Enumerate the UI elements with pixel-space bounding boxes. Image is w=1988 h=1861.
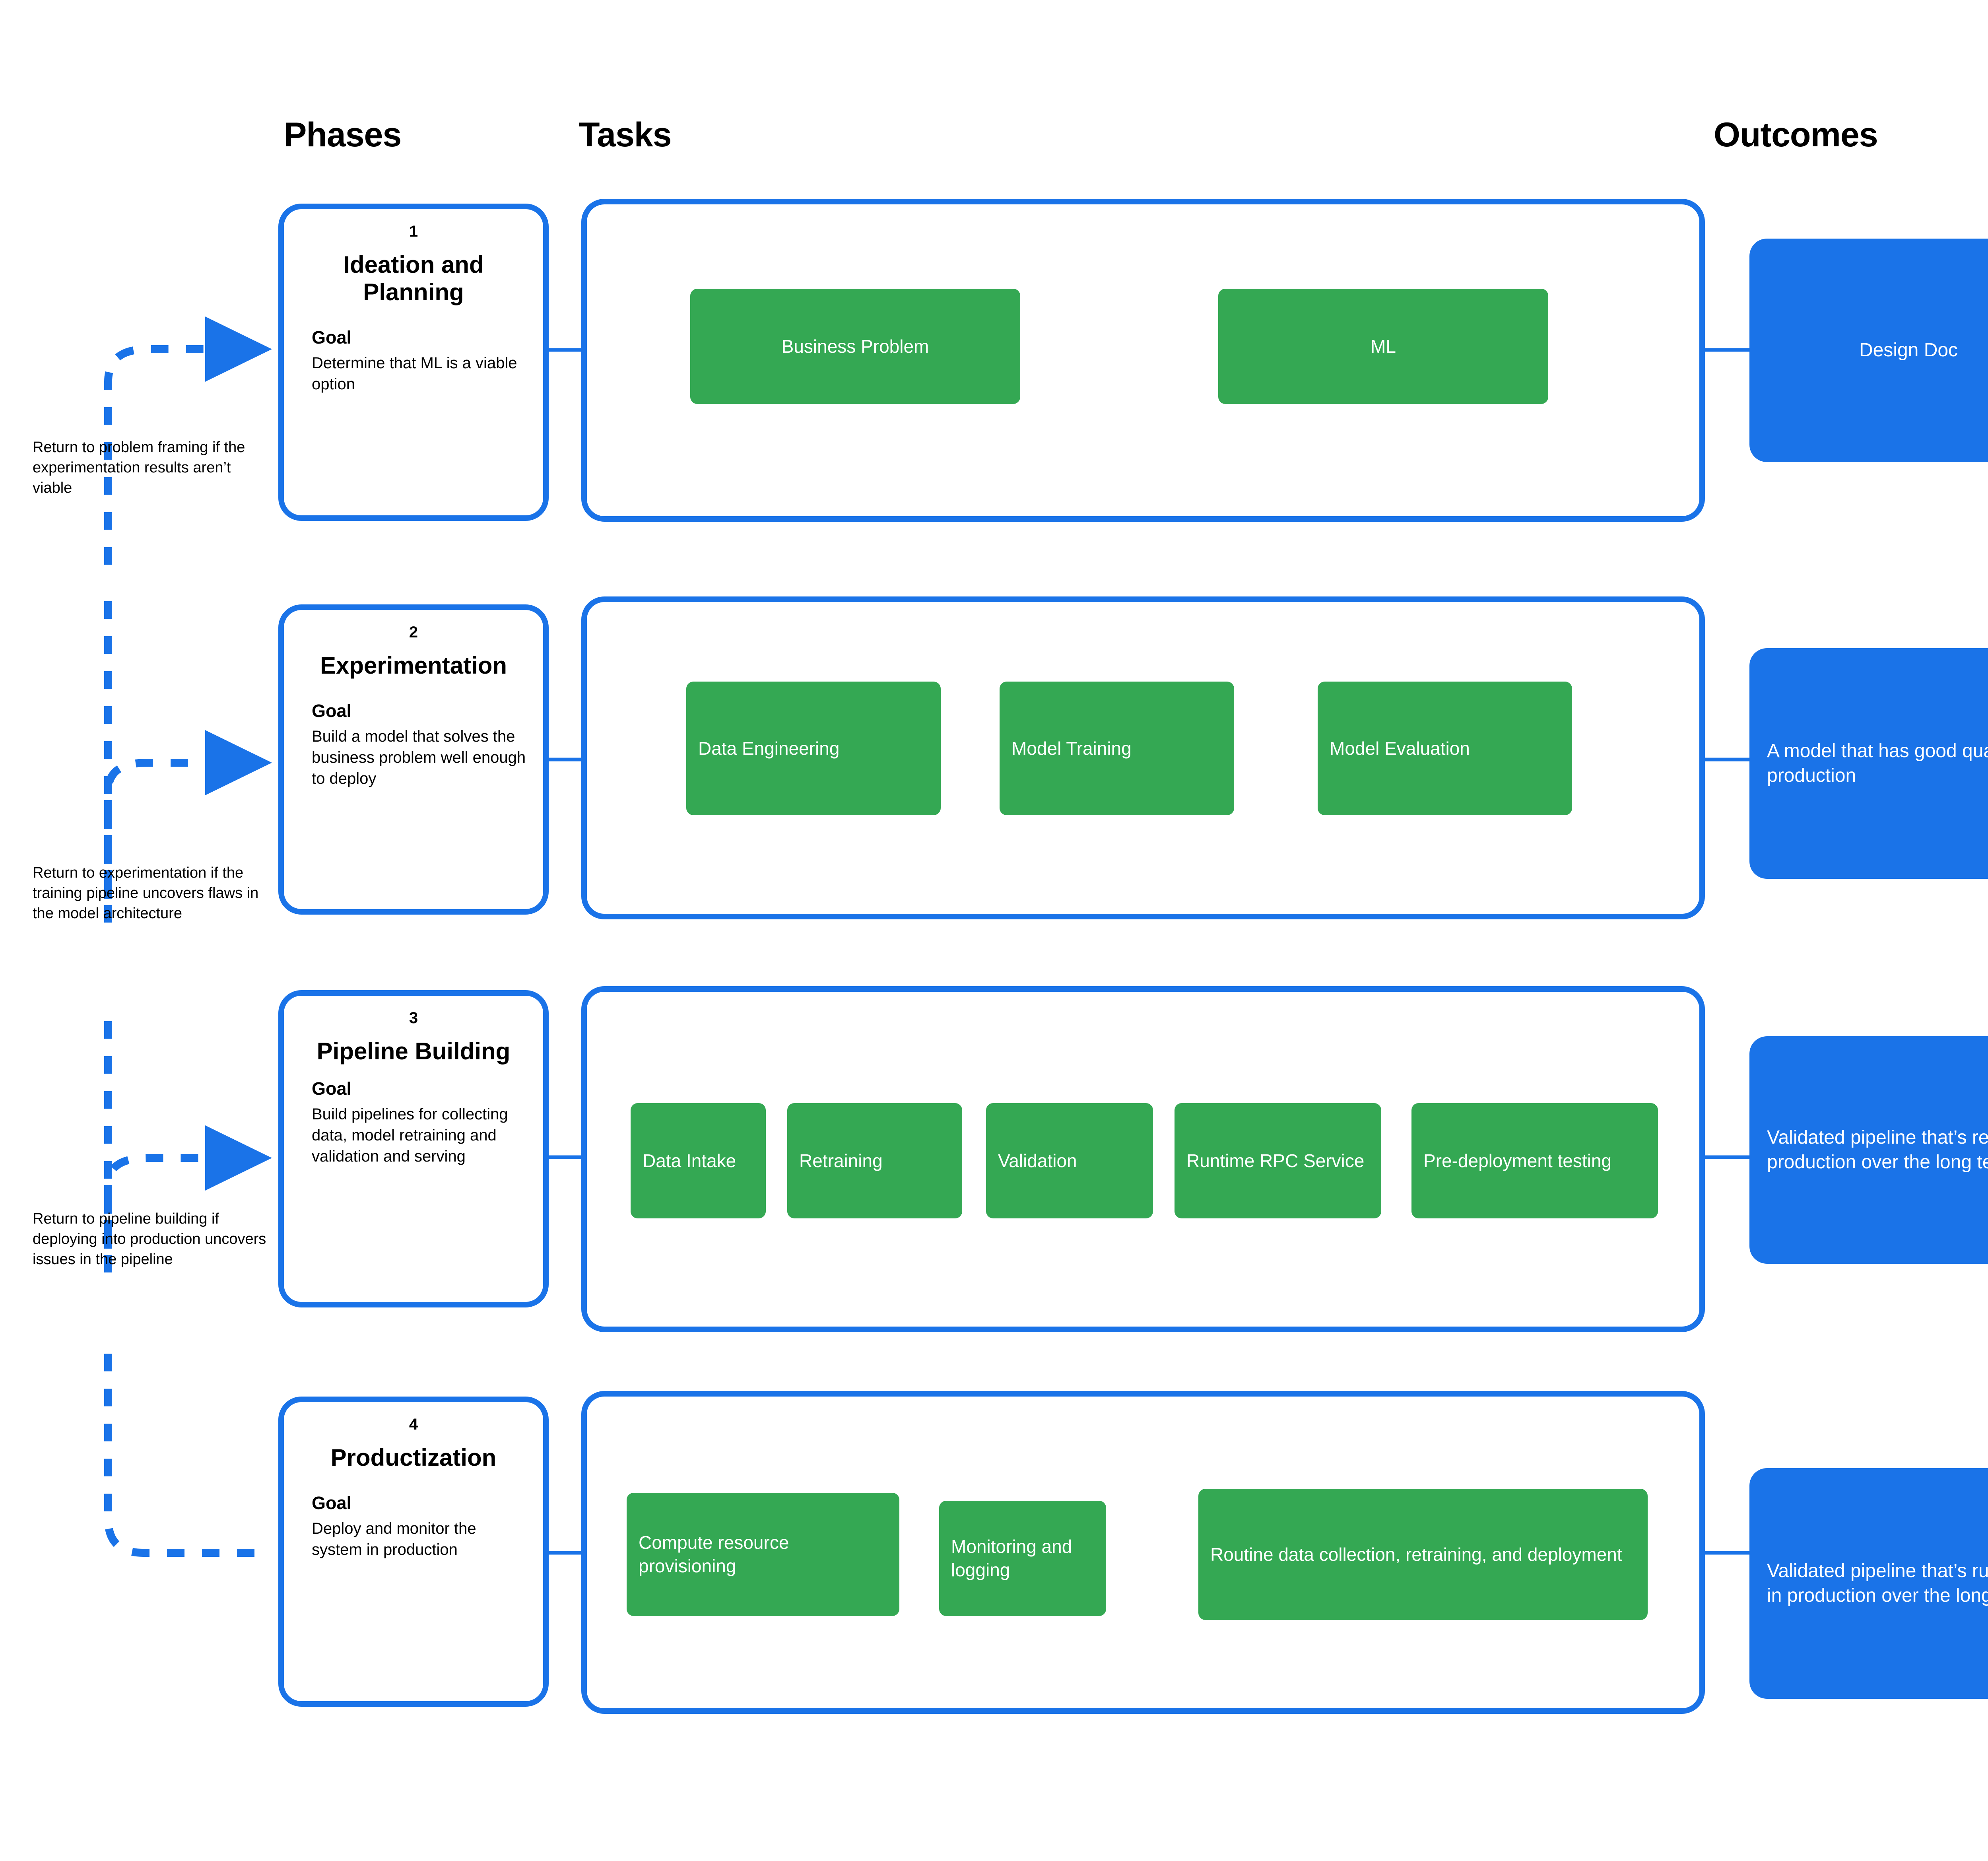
phase-title: Pipeline Building <box>316 1038 511 1065</box>
outcome-box-2[interactable]: A model that has good quality for produc… <box>1749 648 1988 879</box>
task-box[interactable]: Retraining <box>787 1103 962 1218</box>
task-box[interactable]: Compute resource provisioning <box>627 1493 899 1616</box>
goal-text: Build pipelines for collecting data, mod… <box>312 1105 508 1165</box>
phase-title: Productization <box>330 1444 497 1471</box>
tasks-card-2: Data Engineering Model Training Model Ev… <box>581 596 1705 919</box>
tasks-card-4: Compute resource provisioning Monitoring… <box>581 1391 1705 1714</box>
task-box[interactable]: Routine data collection, retraining, and… <box>1198 1489 1648 1620</box>
goal-text: Determine that ML is a viable option <box>312 354 517 393</box>
goal-label: Goal <box>312 327 352 348</box>
tasks-card-1: Business Problem ML <box>581 199 1705 522</box>
column-header-phases: Phases <box>284 116 402 154</box>
phase-card-4[interactable]: 4 Productization Goal Deploy and monitor… <box>278 1397 549 1707</box>
task-box[interactable]: Runtime RPC Service <box>1175 1103 1381 1218</box>
goal-text: Deploy and monitor the system in product… <box>312 1520 476 1558</box>
goal-text: Build a model that solves the business p… <box>312 728 526 787</box>
feedback-note-3: Return to pipeline building if deploying… <box>33 1210 266 1268</box>
column-header-tasks: Tasks <box>579 116 672 154</box>
phase-goal: Goal Deploy and monitor the system in pr… <box>301 1493 526 1560</box>
outcome-box-3[interactable]: Validated pipeline that’s ready for prod… <box>1749 1036 1988 1264</box>
task-box[interactable]: Data Engineering <box>686 682 941 815</box>
phase-number: 1 <box>409 223 418 240</box>
goal-label: Goal <box>312 1078 352 1099</box>
task-box[interactable]: ML <box>1218 289 1548 404</box>
phase-card-3[interactable]: 3 Pipeline Building Goal Build pipelines… <box>278 990 549 1307</box>
tasks-card-3: Data Intake Retraining Validation Runtim… <box>581 986 1705 1332</box>
phase-goal: Goal Build pipelines for collecting data… <box>301 1078 526 1167</box>
row-links <box>549 348 1749 1555</box>
phase-number: 2 <box>409 624 418 641</box>
column-header-outcomes: Outcomes <box>1714 116 1878 154</box>
outcome-box-4[interactable]: Validated pipeline that’s running in pro… <box>1749 1468 1988 1699</box>
phase-goal: Goal Determine that ML is a viable optio… <box>301 327 526 395</box>
phase-title: Ideation and Planning <box>343 251 484 305</box>
phase-title: Experimentation <box>320 652 507 679</box>
feedback-note-1: Return to problem framing if the experim… <box>33 439 245 496</box>
task-box[interactable]: Validation <box>986 1103 1153 1218</box>
phase-goal: Goal Build a model that solves the busin… <box>301 701 526 789</box>
phase-card-2[interactable]: 2 Experimentation Goal Build a model tha… <box>278 604 549 915</box>
task-box[interactable]: Business Problem <box>690 289 1020 404</box>
goal-label: Goal <box>312 701 352 721</box>
outcome-box-1[interactable]: Design Doc <box>1749 239 1988 462</box>
feedback-note-2: Return to experimentation if the trainin… <box>33 864 259 922</box>
task-box[interactable]: Model Training <box>1000 682 1234 815</box>
task-box[interactable]: Data Intake <box>631 1103 766 1218</box>
phase-number: 4 <box>409 1416 418 1433</box>
task-box[interactable]: Model Evaluation <box>1318 682 1572 815</box>
goal-label: Goal <box>312 1493 352 1513</box>
task-box[interactable]: Monitoring and logging <box>939 1501 1106 1616</box>
task-box[interactable]: Pre-deployment testing <box>1411 1103 1658 1218</box>
phase-number: 3 <box>409 1009 418 1027</box>
phase-card-1[interactable]: 1 Ideation and Planning Goal Determine t… <box>278 204 549 521</box>
feedback-paths-left <box>104 317 272 1557</box>
task-links <box>771 347 1406 1552</box>
